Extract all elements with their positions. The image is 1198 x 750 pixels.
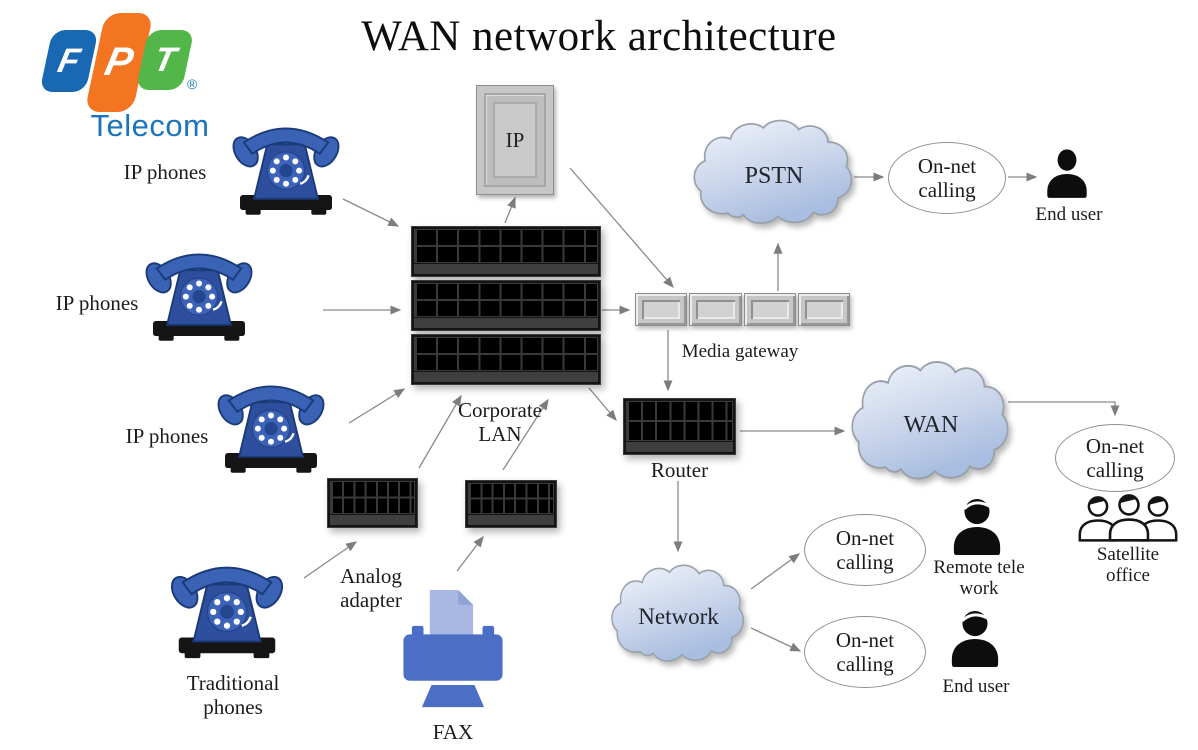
end-user-label-top: End user <box>1035 204 1103 225</box>
arrow-wan-to-onnet-satellite <box>1008 401 1120 417</box>
network-cloud: Network <box>610 562 747 672</box>
ip-phone-icon-3 <box>210 370 332 476</box>
adapter-ports <box>330 481 415 514</box>
wan-cloud: WAN <box>850 358 1012 492</box>
on-net-calling-ellipse-enduser: On-net calling <box>804 616 926 688</box>
pstn-label: PSTN <box>744 162 804 189</box>
analog-adapter-unit-2 <box>465 480 557 528</box>
arrow-fax-to-adapter <box>456 535 484 572</box>
fax-label: FAX <box>432 720 474 744</box>
arrow-network-to-onnet-enduser <box>750 627 802 652</box>
traditional-phones-label: Traditional phones <box>186 671 280 719</box>
fpt-telecom-wordmark: Telecom <box>90 108 210 143</box>
pstn-cloud: PSTN <box>692 117 856 235</box>
corporate-lan-label: Corporate LAN <box>458 398 542 446</box>
gateway-segment <box>635 293 688 326</box>
lan-switch-unit-1 <box>411 226 601 277</box>
adapter-strip <box>468 515 554 525</box>
ip-phones-label-3: IP phones <box>125 424 209 448</box>
on-net-calling-ellipse-satellite: On-net calling <box>1055 424 1175 492</box>
traditional-phone-icon <box>163 550 291 662</box>
adapter-strip <box>330 515 415 525</box>
gateway-segment <box>689 293 742 326</box>
fax-icon <box>395 576 511 718</box>
router-label: Router <box>650 458 709 482</box>
switch-ports <box>414 229 598 263</box>
arrow-ipphone1-to-lan <box>342 198 400 227</box>
adapter-ports <box>468 483 554 514</box>
satellite-office-people-icon <box>1076 492 1180 542</box>
gateway-segment <box>743 293 796 326</box>
end-user-icon-top <box>1044 148 1090 200</box>
network-label: Network <box>638 604 719 629</box>
switch-strip <box>414 372 598 382</box>
ip-phone-icon-1 <box>225 112 347 218</box>
on-net-calling-ellipse-remote: On-net calling <box>804 514 926 586</box>
switch-ports <box>414 283 598 317</box>
arrow-network-to-onnet-remote <box>750 553 801 590</box>
media-gateway-label: Media gateway <box>681 341 799 362</box>
gateway-segment <box>797 293 850 326</box>
media-gateway-device <box>635 293 850 326</box>
remote-tele-work-label: Remote tele work <box>933 557 1025 600</box>
lan-switch-unit-3 <box>411 334 601 385</box>
analog-adapter-unit-1 <box>327 478 418 528</box>
registered-trademark-symbol: ® <box>187 76 198 92</box>
page-title: WAN network architecture <box>361 13 837 60</box>
router-strip <box>626 442 733 452</box>
satellite-office-label: Satellite office <box>1096 544 1160 587</box>
wan-label: WAN <box>903 411 959 438</box>
ip-box-frame: IP <box>484 93 546 187</box>
router-device <box>623 398 736 455</box>
arrow-lan-to-ipbox <box>504 196 516 224</box>
end-user-label-bottom: End user <box>942 676 1010 697</box>
router-ports <box>626 401 733 441</box>
lan-switch-unit-2 <box>411 280 601 331</box>
remote-tele-worker-icon <box>950 496 1004 558</box>
switch-ports <box>414 337 598 371</box>
arrow-lan-to-router <box>588 387 617 421</box>
ip-device-box: IP <box>476 85 554 195</box>
ip-phones-label-1: IP phones <box>123 160 207 184</box>
ip-phones-label-2: IP phones <box>55 291 139 315</box>
switch-strip <box>414 264 598 274</box>
analog-adapter-label: Analog adapter <box>340 564 402 612</box>
ip-phone-icon-2 <box>138 238 260 344</box>
ip-box-label: IP <box>493 102 537 178</box>
arrow-ipphone3-to-lan <box>348 388 406 424</box>
end-user-icon-bottom <box>948 608 1002 670</box>
switch-strip <box>414 318 598 328</box>
on-net-calling-ellipse-pstn: On-net calling <box>888 142 1006 214</box>
